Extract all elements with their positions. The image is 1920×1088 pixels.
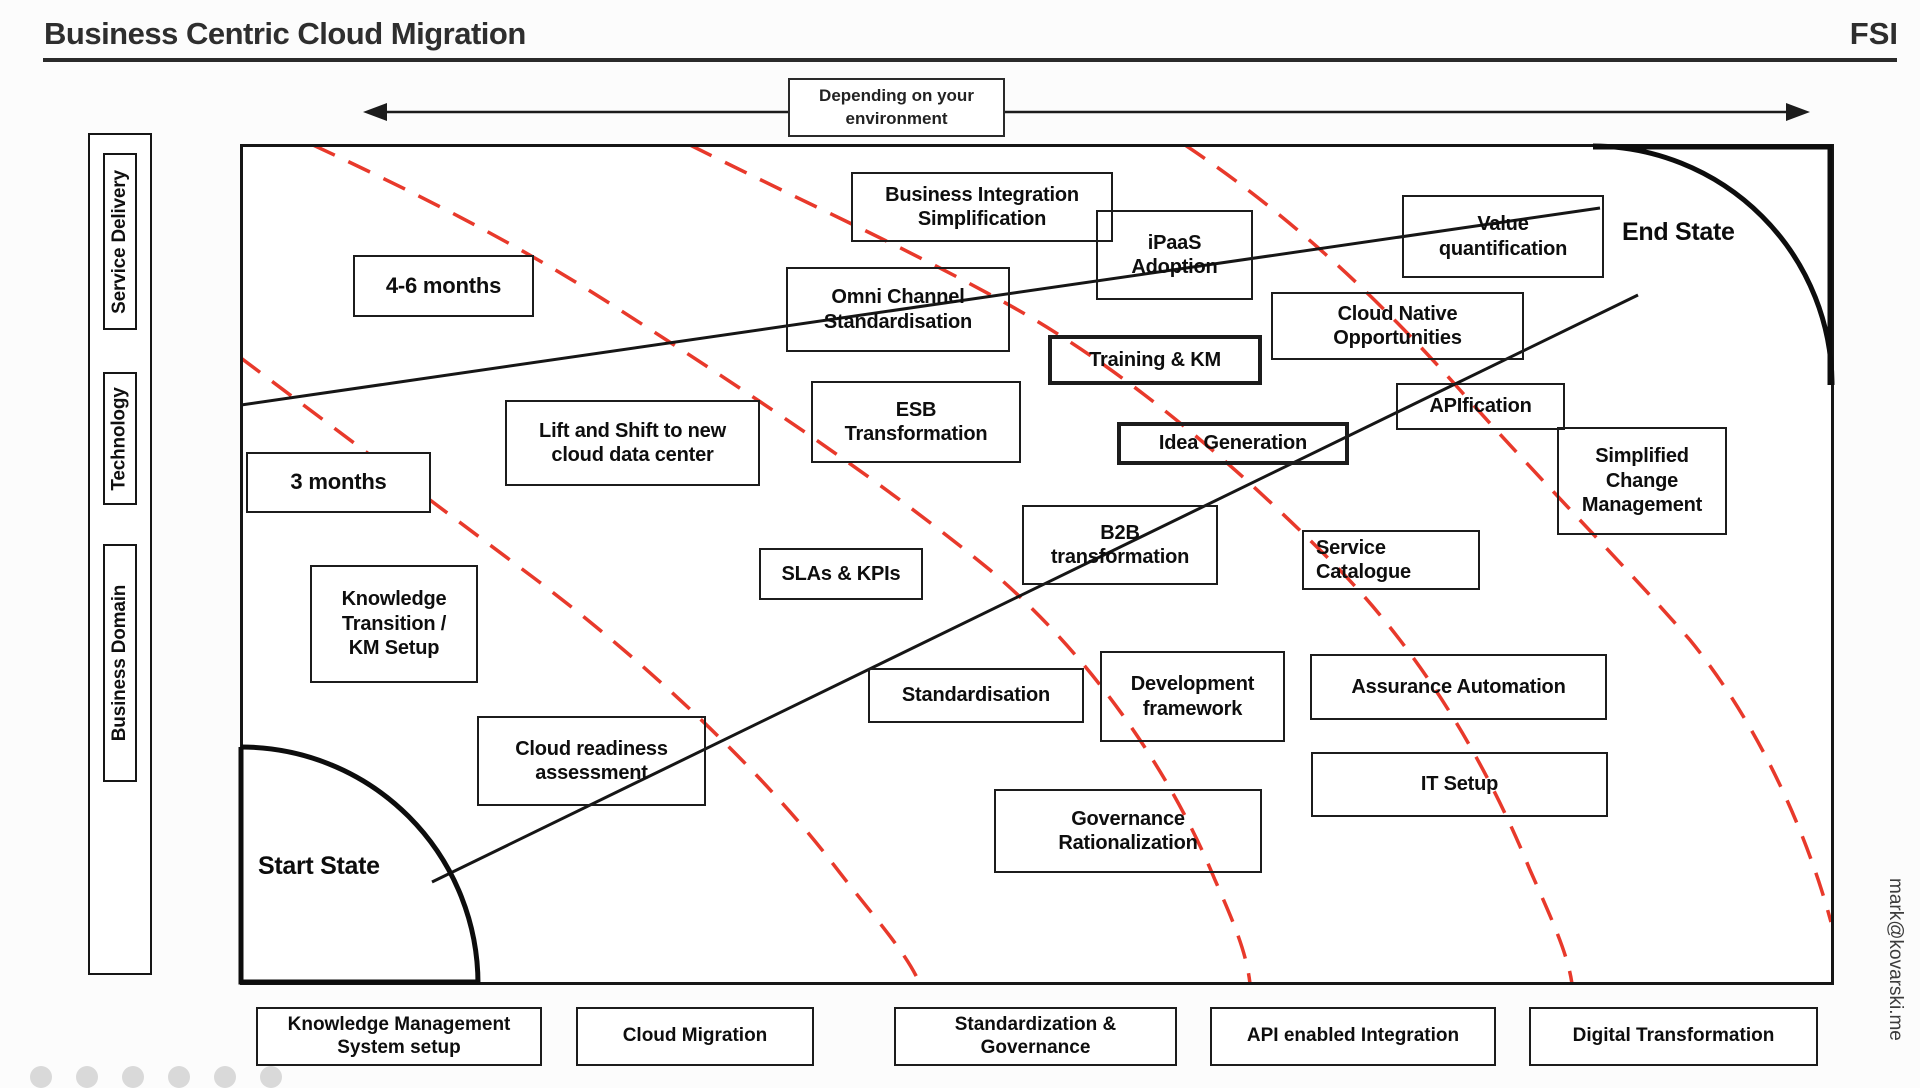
journey-line-upper <box>240 206 1601 407</box>
start-state-label: Start State <box>258 852 380 880</box>
node-slas-kpis: SLAs & KPIs <box>759 548 923 600</box>
start-state-arc <box>240 744 481 985</box>
node-training-km: Training & KM <box>1048 335 1262 385</box>
decorative-dot <box>260 1066 282 1088</box>
end-state-edges <box>1593 144 1833 385</box>
page-title: Business Centric Cloud Migration <box>44 16 526 51</box>
node-omni-channel-standardisation: Omni Channel Standardisation <box>786 267 1010 352</box>
node-lift-and-shift-to-new-cloud-data-center: Lift and Shift to new cloud data center <box>505 400 760 486</box>
node-value-quantification: Value quantification <box>1402 195 1604 278</box>
node-service-catalogue: Service Catalogue <box>1302 530 1480 590</box>
axis-label-service-delivery: Service Delivery <box>103 153 137 330</box>
node-development-framework: Development framework <box>1100 651 1285 742</box>
node-assurance-automation: Assurance Automation <box>1310 654 1607 720</box>
red-dashed-arc-4 <box>1184 147 1831 923</box>
end-state-label: End State <box>1622 218 1735 246</box>
phase-cloud-migration: Cloud Migration <box>576 1007 814 1066</box>
node-duration-3-months: 3 months <box>246 452 431 513</box>
node-ipaas-adoption: iPaaS Adoption <box>1096 210 1253 300</box>
node-apification: APIfication <box>1396 383 1565 430</box>
journey-line-lower <box>431 293 1639 884</box>
node-governance-rationalization: Governance Rationalization <box>994 789 1262 873</box>
title-underline <box>43 58 1897 62</box>
environment-note: Depending on your environment <box>788 78 1005 137</box>
arrowhead-left <box>363 103 387 121</box>
brand-fsi: FSI <box>1849 16 1898 51</box>
decorative-dot <box>76 1066 98 1088</box>
red-dashed-arc-3 <box>690 147 1574 982</box>
node-standardisation: Standardisation <box>868 668 1084 723</box>
node-esb-transformation: ESB Transformation <box>811 381 1021 463</box>
node-duration-4-6-months: 4-6 months <box>353 255 534 317</box>
node-b2b-transformation: B2B transformation <box>1022 505 1218 585</box>
axis-label-technology: Technology <box>103 372 137 505</box>
node-simplified-change-management: Simplified Change Management <box>1557 427 1727 535</box>
decorative-dot <box>168 1066 190 1088</box>
red-dashed-arc-2 <box>313 147 1252 982</box>
arrowhead-right <box>1786 103 1810 121</box>
watermark-email: mark@kovarski.me <box>1885 878 1906 1041</box>
node-business-integration-simplification: Business Integration Simplification <box>851 172 1113 242</box>
node-it-setup: IT Setup <box>1311 752 1608 817</box>
node-cloud-native-opportunities: Cloud Native Opportunities <box>1271 292 1524 360</box>
phase-standardization-governance: Standardization & Governance <box>894 1007 1177 1066</box>
phase-api-enabled-integration: API enabled Integration <box>1210 1007 1496 1066</box>
start-state-edges <box>238 747 480 985</box>
node-cloud-readiness-assessment: Cloud readiness assessment <box>477 716 706 806</box>
node-idea-generation: Idea Generation <box>1117 422 1349 465</box>
decorative-dot <box>122 1066 144 1088</box>
end-state-arc <box>1592 143 1835 386</box>
decorative-dot <box>30 1066 52 1088</box>
node-knowledge-transition-km-setup: Knowledge Transition / KM Setup <box>310 565 478 683</box>
axis-label-business-domain: Business Domain <box>103 544 137 782</box>
phase-digital-transformation: Digital Transformation <box>1529 1007 1818 1066</box>
decorative-dot <box>214 1066 236 1088</box>
phase-knowledge-management-system-setup: Knowledge Management System setup <box>256 1007 542 1066</box>
